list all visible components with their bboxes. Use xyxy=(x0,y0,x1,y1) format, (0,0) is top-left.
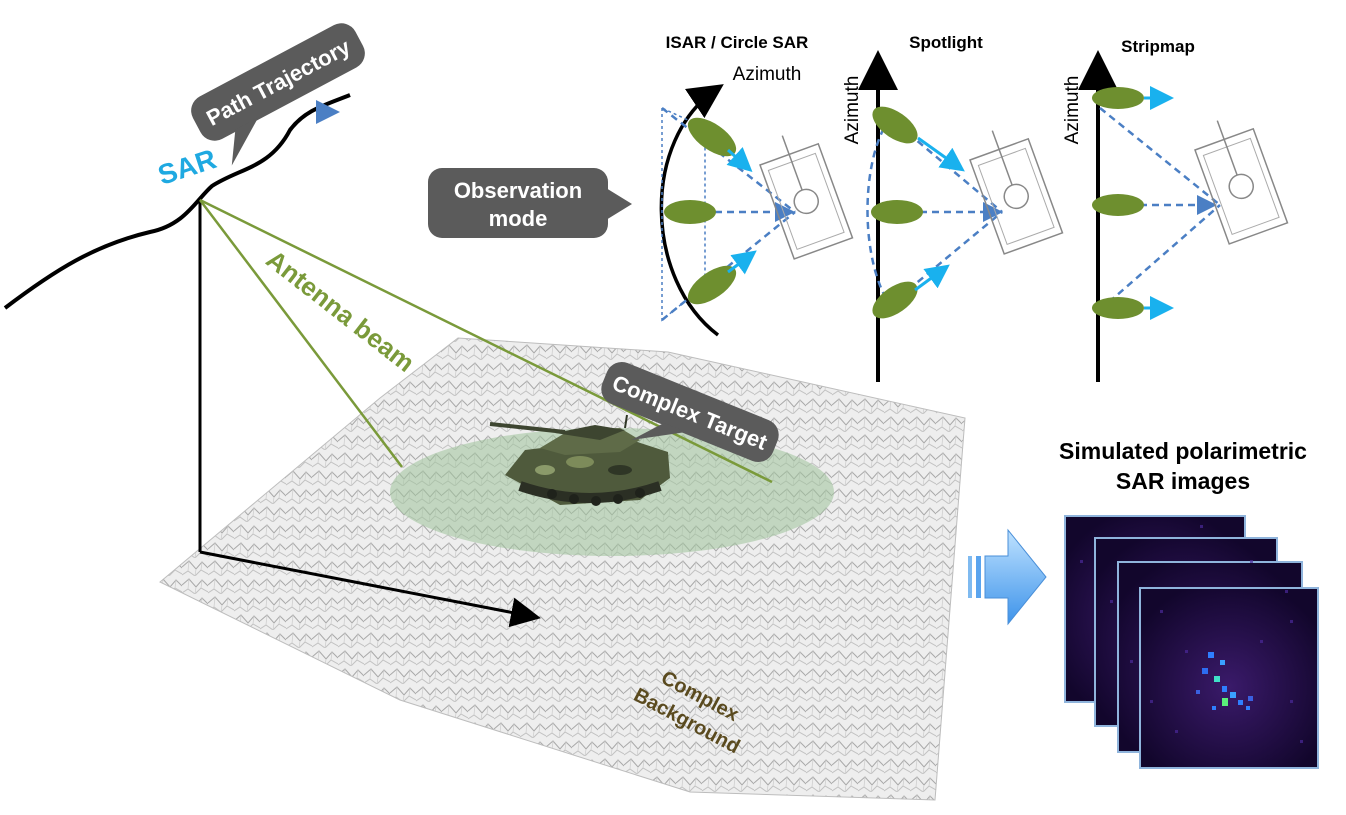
sar-label: SAR xyxy=(154,143,220,191)
mode-isar-tank-icon xyxy=(759,135,854,260)
mode-spotlight-axis-label: Azimuth xyxy=(842,76,863,145)
mode-stripmap: Stripmap Azimuth xyxy=(1062,37,1289,382)
path-trajectory-callout: Path Trajectory xyxy=(191,23,365,166)
path-trajectory-curve xyxy=(3,93,351,310)
sar-image-4 xyxy=(1139,587,1319,769)
mode-stripmap-axis-label: Azimuth xyxy=(1062,76,1083,145)
observation-mode-callout: Observation mode xyxy=(428,168,632,238)
mode-stripmap-tank-icon xyxy=(1194,120,1289,245)
mode-isar: ISAR / Circle SAR Azimuth xyxy=(659,33,854,337)
mode-spotlight-tank-icon xyxy=(969,130,1064,255)
sar-image-stack xyxy=(1064,515,1319,769)
sar-image-target-response xyxy=(1196,652,1253,710)
mode-spotlight: Spotlight Azimuth xyxy=(842,33,1064,382)
observation-mode-line1: Observation xyxy=(454,178,582,203)
simulated-title-line1: Simulated polarimetric xyxy=(1059,438,1307,464)
tank-icon xyxy=(489,414,670,506)
observation-mode-line2: mode xyxy=(489,206,548,231)
mode-isar-axis-label: Azimuth xyxy=(733,64,802,85)
big-blue-arrow-icon xyxy=(968,528,1047,626)
antenna-beam xyxy=(199,198,773,484)
mode-isar-title: ISAR / Circle SAR xyxy=(666,33,809,52)
ground-range-axis xyxy=(199,550,541,628)
mode-spotlight-title: Spotlight xyxy=(909,33,983,52)
mode-stripmap-title: Stripmap xyxy=(1121,37,1195,56)
simulated-title-line2: SAR images xyxy=(1116,468,1250,494)
sar-image-speckle xyxy=(1080,525,1303,743)
path-trajectory-label: Path Trajectory xyxy=(202,34,355,131)
